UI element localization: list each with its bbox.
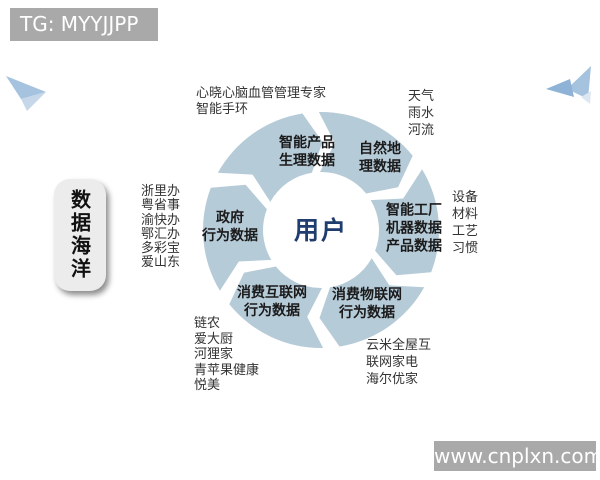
segment-label-consumer-iot: 消费物联网 行为数据 [332, 286, 402, 321]
segment-label-consumer-internet: 消费互联网 行为数据 [237, 284, 307, 319]
segment-shape-smart-factory [370, 169, 440, 276]
watermark: www.cnplxn.com [434, 441, 600, 471]
annotation-natural-geo: 天气 雨水 河流 [408, 89, 435, 138]
segment-shape-consumer-iot [319, 258, 425, 347]
annotation-consumer-iot: 云米全屋互 联网家电 海尔优家 [366, 338, 432, 387]
segment-label-government: 政府 行为数据 [202, 209, 258, 244]
center-user-label: 用户 [293, 216, 349, 245]
paper-plane-icon [6, 76, 46, 111]
paper-plane-icon [546, 66, 591, 104]
annotation-consumer-internet: 链农 爱大厨 河狸家 青苹果健康 悦美 [194, 316, 260, 394]
segment-shape-government [202, 184, 272, 291]
segment-shape-natural-geo [318, 111, 413, 194]
segment-label-natural-geo: 自然地 理数据 [359, 140, 401, 175]
segment-shape-consumer-internet [229, 266, 324, 349]
annotation-smart-factory: 设备 材料 工艺 习惯 [452, 190, 479, 256]
annotation-smart-product: 心晓心脑血管管理专家 智能手环 [196, 86, 327, 118]
data-ocean-title-badge: 数据海洋 [54, 179, 106, 291]
segment-label-smart-product: 智能产品 生理数据 [279, 134, 335, 169]
telegram-badge: TG: MYYJJPP [10, 8, 158, 41]
segment-label-smart-factory: 智能工厂 机器数据 产品数据 [386, 202, 442, 256]
segment-shape-smart-product [217, 113, 323, 202]
data-ocean-title: 数据海洋 [67, 189, 92, 281]
annotation-government: 浙里办 粤省事 渝快办 鄂汇办 多彩宝 爱山东 [141, 184, 181, 271]
